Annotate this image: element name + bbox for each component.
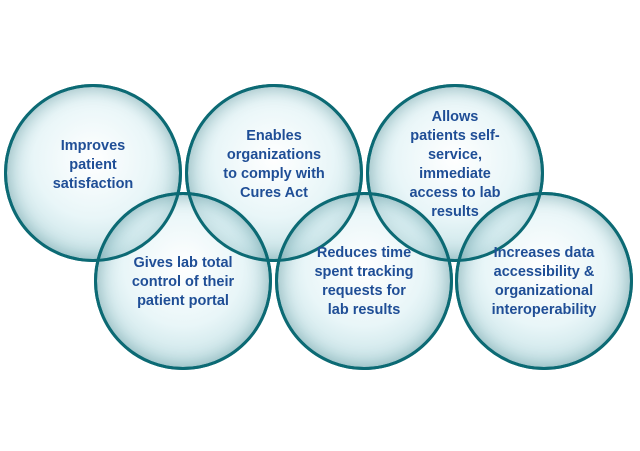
bubble-text-increases-data-accessibility: Increases data accessibility & organizat… <box>469 244 619 320</box>
bubble-text-gives-lab-control: Gives lab total control of their patient… <box>108 254 258 311</box>
text-line: organizational <box>494 283 594 299</box>
text-line: Reduces time <box>316 245 412 261</box>
text-line: interoperability <box>491 302 597 318</box>
text-line: patient portal <box>137 293 229 309</box>
text-line: control of their <box>131 274 235 290</box>
text-line: requests for <box>322 283 406 299</box>
text-line: Cures Act <box>240 185 308 201</box>
text-line: patient <box>69 157 117 173</box>
text-line: Improves <box>60 138 126 154</box>
text-line: results <box>431 204 479 220</box>
text-line: Enables <box>246 128 302 144</box>
text-line: patients self- <box>410 128 500 144</box>
text-line: accessibility & <box>493 264 595 280</box>
text-line: lab results <box>327 302 401 318</box>
text-line: spent tracking <box>314 264 414 280</box>
text-line: satisfaction <box>52 176 134 192</box>
text-line: to comply with <box>223 166 325 182</box>
text-line: organizations <box>226 147 322 163</box>
bubble-text-improves-patient-satisfaction: Improves patient satisfaction <box>18 137 168 194</box>
text-line: immediate <box>419 166 491 182</box>
text-line: Allows <box>431 109 479 125</box>
text-line: Increases data <box>493 245 595 261</box>
bubble-text-reduces-time-tracking: Reduces time spent tracking requests for… <box>289 244 439 320</box>
bubble-text-enables-cures-act-compliance: Enables organizations to comply with Cur… <box>199 127 349 203</box>
text-line: access to lab <box>409 185 501 201</box>
text-line: service, <box>427 147 483 163</box>
bubble-text-allows-patient-self-service: Allows patients self- service, immediate… <box>380 108 530 222</box>
text-line: Gives lab total <box>133 255 233 271</box>
